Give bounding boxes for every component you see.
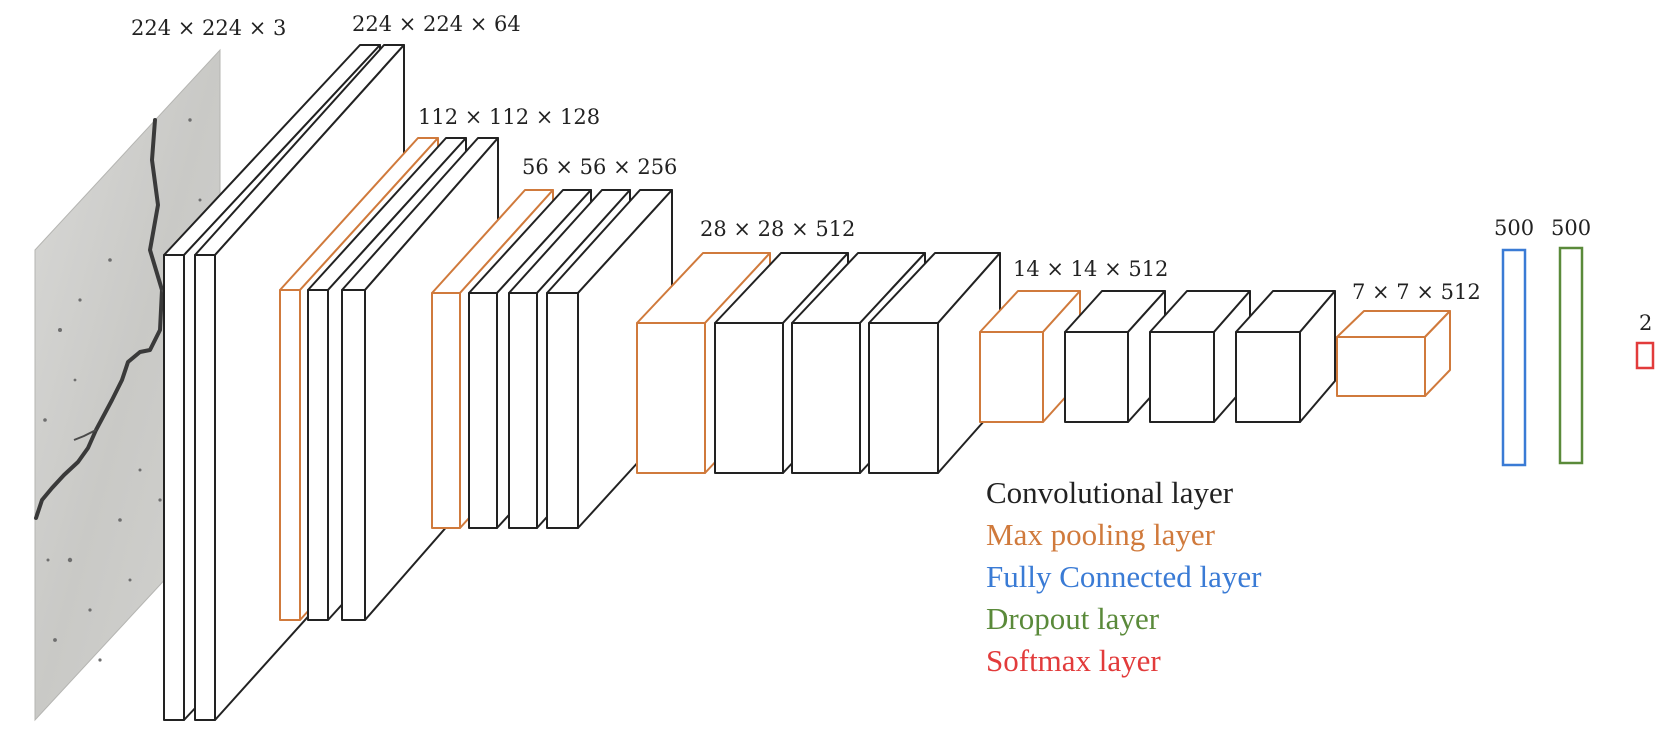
legend-pool: Max pooling layer — [986, 517, 1216, 552]
dim-label-block4: 28 × 28 × 512 — [700, 217, 855, 241]
legend: Convolutional layer Max pooling layer Fu… — [986, 475, 1262, 678]
dim-label-dropout: 500 — [1551, 216, 1591, 240]
fully-connected-layer — [1501, 248, 1527, 467]
dim-label-fc: 500 — [1494, 216, 1534, 240]
crack-line — [34, 118, 164, 520]
dropout-layer — [1558, 246, 1584, 465]
legend-fc: Fully Connected layer — [986, 559, 1262, 594]
dim-label-block5: 14 × 14 × 512 — [1013, 257, 1168, 281]
concrete-pores — [43, 118, 207, 662]
dim-label-input: 224 × 224 × 3 — [131, 16, 286, 40]
block5-conv-cube-3 — [1235, 290, 1336, 423]
legend-conv: Convolutional layer — [986, 475, 1234, 510]
legend-dropout: Dropout layer — [986, 601, 1160, 636]
block6-pool-cube — [1336, 310, 1451, 397]
block4-conv-cube-3 — [868, 252, 1001, 474]
block3-conv-slab-3 — [546, 189, 673, 529]
dim-label-block2: 112 × 112 × 128 — [418, 105, 600, 129]
dim-label-softmax: 2 — [1639, 311, 1652, 335]
dim-label-block3: 56 × 56 × 256 — [522, 155, 677, 179]
softmax-layer — [1635, 341, 1655, 370]
legend-softmax: Softmax layer — [986, 643, 1161, 678]
dim-label-block1: 224 × 224 × 64 — [352, 12, 521, 36]
dim-label-block6: 7 × 7 × 512 — [1352, 280, 1481, 304]
